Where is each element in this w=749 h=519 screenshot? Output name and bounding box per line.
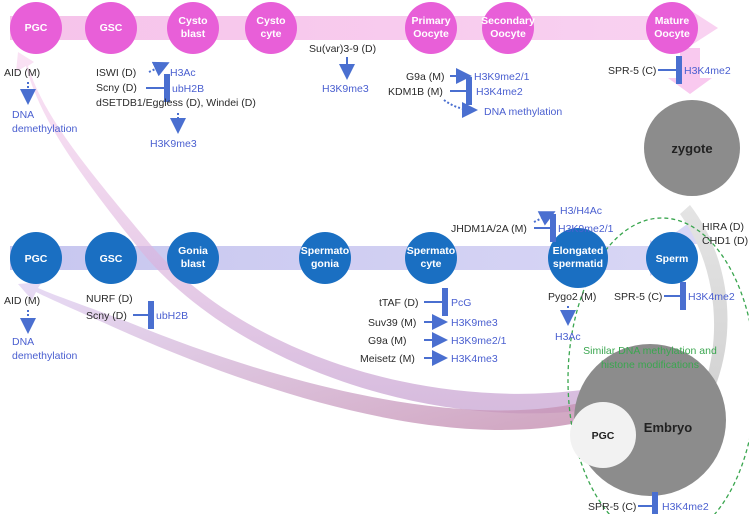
embryo-spr5: SPR-5 (C) xyxy=(588,501,636,513)
male-h3h4ac: H3/H4Ac xyxy=(560,205,602,217)
male-h3k9me3: H3K9me3 xyxy=(451,317,498,329)
node-cystocyte xyxy=(245,2,297,54)
male-suv39: Suv39 (M) xyxy=(368,317,416,329)
male-h3k4me3: H3K4me3 xyxy=(451,353,498,365)
male-jhdm-arrow xyxy=(533,211,556,226)
label-elongated-spermatid-1: Elongated xyxy=(553,245,604,257)
male-pygo2: Pygo2 (M) xyxy=(548,291,596,303)
node-spermatocyte xyxy=(405,232,457,284)
male-jhdm: JHDM1A/2A (M) xyxy=(451,223,527,235)
sweep-embryo-to-female-pgc xyxy=(16,52,588,414)
female-g9a: G9a (M) xyxy=(406,71,445,83)
female-spr5: SPR-5 (C) xyxy=(608,65,656,77)
female-h3k9me3-b: H3K9me3 xyxy=(322,83,369,95)
label-cystocyte-1: Cysto xyxy=(256,15,285,27)
label-spermatogonia-1: Spermato xyxy=(301,245,349,257)
female-h3k4me2-b: H3K4me2 xyxy=(684,65,731,77)
node-male-gsc xyxy=(85,232,137,284)
female-h3k9me3-a: H3K9me3 xyxy=(150,138,197,150)
label-cystoblast-2: blast xyxy=(181,28,206,40)
label-goniablast-1: Gonia xyxy=(178,245,208,257)
female-iswi: ISWI (D) xyxy=(96,67,136,79)
male-meisetz: Meisetz (M) xyxy=(360,353,415,365)
node-spermatogonia xyxy=(299,232,351,284)
female-h3ac: H3Ac xyxy=(170,67,196,79)
male-spr5: SPR-5 (C) xyxy=(614,291,662,303)
label-spermatocyte-2: cyte xyxy=(420,258,441,270)
male-aid: AID (M) xyxy=(4,295,40,307)
label-cystoblast-1: Cysto xyxy=(178,15,207,27)
female-dna-methylation-arrow xyxy=(443,99,478,118)
male-h3ac: H3Ac xyxy=(555,331,581,343)
label-elongated-spermatid-2: spermatid xyxy=(553,258,603,270)
female-iswi-arrow xyxy=(148,61,170,77)
node-secondary-oocyte xyxy=(482,2,534,54)
label-secondary-oocyte-2: Oocyte xyxy=(490,28,526,40)
embryo-pgc-label: PGC xyxy=(592,430,615,442)
label-spermatogonia-2: gonia xyxy=(311,258,339,270)
node-goniablast xyxy=(167,232,219,284)
similar-text-2: histone modifications xyxy=(601,359,699,371)
zygote-circle xyxy=(644,100,740,196)
embryo-h3k4me2: H3K4me2 xyxy=(662,501,709,513)
female-dna-methylation: DNA methylation xyxy=(484,106,562,118)
label-male-gsc: GSC xyxy=(100,253,123,265)
label-primary-oocyte-2: Oocyte xyxy=(413,28,449,40)
label-male-pgc: PGC xyxy=(25,253,48,265)
male-ubh2b: ubH2B xyxy=(156,310,188,322)
node-female-pgc xyxy=(10,2,62,54)
node-sperm xyxy=(646,232,698,284)
male-scny: Scny (D) xyxy=(86,310,127,322)
female-dna-demeth-1: DNA xyxy=(12,109,34,121)
label-secondary-oocyte-1: Secondary xyxy=(481,15,535,27)
female-kdm1b: KDM1B (M) xyxy=(388,86,443,98)
female-h3k9me21: H3K9me2/1 xyxy=(474,71,530,83)
label-mature-oocyte-1: Mature xyxy=(655,15,690,27)
label-goniablast-2: blast xyxy=(181,258,206,270)
male-dna-demeth-1: DNA xyxy=(12,336,34,348)
node-elongated-spermatid xyxy=(548,228,608,288)
node-primary-oocyte xyxy=(405,2,457,54)
label-female-gsc: GSC xyxy=(100,22,123,34)
male-chd1: CHD1 (D) xyxy=(702,235,748,247)
female-h3k4me2: H3K4me2 xyxy=(476,86,523,98)
zygote-label: zygote xyxy=(671,141,712,156)
female-aid: AID (M) xyxy=(4,67,40,79)
male-ttaf: tTAF (D) xyxy=(379,297,418,309)
label-mature-oocyte-2: Oocyte xyxy=(654,28,690,40)
male-hira: HIRA (D) xyxy=(702,221,744,233)
male-nurf: NURF (D) xyxy=(86,293,133,305)
embryo-pgc-circle xyxy=(570,402,636,468)
sweep-embryo-to-male-pgc xyxy=(18,282,590,430)
female-dna-demeth-2: demethylation xyxy=(12,123,78,135)
label-sperm: Sperm xyxy=(656,253,689,265)
male-pcg: PcG xyxy=(451,297,471,309)
female-ubh2b: ubH2B xyxy=(172,83,204,95)
label-cystocyte-2: cyte xyxy=(260,28,281,40)
label-female-pgc: PGC xyxy=(25,22,48,34)
female-suvar: Su(var)3-9 (D) xyxy=(309,43,376,55)
label-primary-oocyte-1: Primary xyxy=(411,15,450,27)
male-h3k4me2: H3K4me2 xyxy=(688,291,735,303)
female-scny: Scny (D) xyxy=(96,82,137,94)
node-cystoblast xyxy=(167,2,219,54)
male-h3k9me21-b: H3K9me2/1 xyxy=(558,223,614,235)
node-female-gsc xyxy=(85,2,137,54)
embryo-label: Embryo xyxy=(644,420,692,435)
female-dsetdb1: dSETDB1/Eggless (D), Windei (D) xyxy=(96,97,256,109)
similar-text-1: Similar DNA methylation and xyxy=(583,345,717,357)
node-male-pgc xyxy=(10,232,62,284)
node-mature-oocyte xyxy=(646,2,698,54)
similarity-dashed-region xyxy=(567,217,749,519)
label-spermatocyte-1: Spermato xyxy=(407,245,455,257)
male-h3k9me21: H3K9me2/1 xyxy=(451,335,507,347)
male-g9a: G9a (M) xyxy=(368,335,407,347)
male-dna-demeth-2: demethylation xyxy=(12,350,78,362)
